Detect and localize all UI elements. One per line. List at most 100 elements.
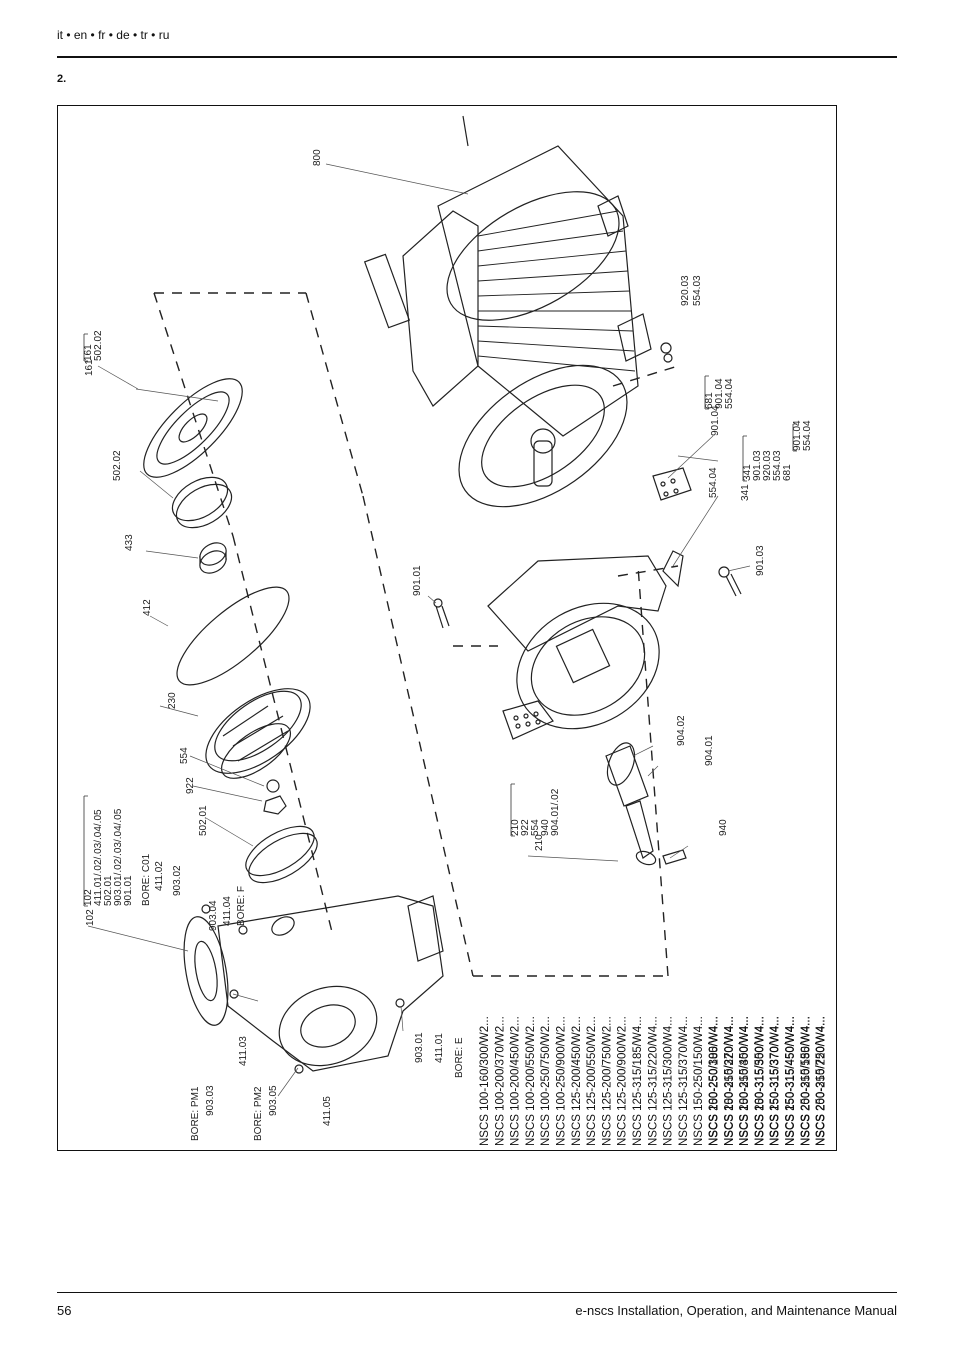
exploded-view-drawing: 800 161 502.02 433 412 230 554 922 502.0…	[83, 115, 828, 1146]
svg-text:210: 210	[510, 819, 521, 836]
exploded-view-figure: 800 161 502.02 433 412 230 554 922 502.0…	[57, 105, 837, 1151]
wear-ring-502-01	[245, 825, 318, 884]
shaft-210	[605, 742, 657, 866]
group-list-210: 210 922 554 940 904.01/.02	[510, 788, 561, 836]
label-903-03: 903.03	[205, 1085, 216, 1116]
svg-text:502.01: 502.01	[103, 875, 114, 906]
model-list-item: NSCS 100-200/450/W2...	[510, 1016, 522, 1146]
svg-text:554.04: 554.04	[724, 378, 735, 409]
label-341: 341	[740, 484, 751, 501]
model-list-item: NSCS 100-200/370/W2...	[494, 1016, 506, 1146]
page-number: 56	[57, 1303, 72, 1318]
footer-divider	[57, 1292, 897, 1293]
model-list-item: NSCS 200-250/300/W4...	[708, 1016, 720, 1146]
label-901-01: 901.01	[412, 565, 423, 596]
label-bore-c01: BORE: C01	[141, 853, 152, 906]
model-list-item: NSCS 125-315/220/W4...	[647, 1016, 659, 1146]
model-list-item: NSCS 125-200/900/W2...	[617, 1016, 629, 1146]
svg-text:922: 922	[520, 819, 531, 836]
label-411-04: 411.04	[222, 896, 233, 926]
washer-554	[266, 779, 280, 793]
screw-920-03	[660, 342, 673, 363]
model-list-item: NSCS 200-315/450/W4...	[739, 1016, 751, 1146]
svg-text:940: 940	[540, 819, 551, 836]
group-list-681: 681 901.04 554.04	[704, 378, 735, 409]
label-411-05: 411.05	[322, 1096, 333, 1126]
model-list-item: NSCS 100-160/300/W2...	[479, 1016, 491, 1146]
svg-text:161: 161	[83, 344, 94, 361]
label-904-02: 904.02	[676, 715, 687, 746]
model-list-item: NSCS 250-315/450/W4...	[785, 1016, 797, 1146]
coupling-guard-681	[502, 467, 692, 740]
label-554-04: 554.04	[708, 467, 719, 498]
svg-text:901.03: 901.03	[752, 450, 763, 481]
model-list-item: NSCS 125-315/300/W4...	[663, 1016, 675, 1146]
model-list-item: NSCS 125-315/185/W4...	[632, 1016, 644, 1146]
manual-title: e-nscs Installation, Operation, and Main…	[575, 1303, 897, 1318]
label-411-01: 411.01	[434, 1033, 445, 1063]
svg-text:901.01: 901.01	[123, 875, 134, 906]
label-433: 433	[124, 534, 135, 551]
svg-text:502.02: 502.02	[93, 330, 104, 361]
svg-text:681: 681	[782, 464, 793, 481]
model-list-item: NSCS 250-315/550/W4...	[800, 1016, 812, 1146]
model-list-column-1: NSCS 100-160/300/W2...NSCS 100-200/370/W…	[479, 1016, 828, 1146]
label-554: 554	[179, 747, 190, 764]
label-901-04: 901.04	[710, 405, 721, 436]
svg-text:554.03: 554.03	[772, 450, 783, 481]
wear-ring-502-02	[171, 476, 233, 529]
group-brackets	[83, 333, 797, 907]
model-list-item: NSCS 150-250/220/W4...	[724, 1016, 736, 1146]
label-903-01: 903.01	[414, 1032, 425, 1063]
model-list-item: NSCS 200-250/220/W4...	[816, 1016, 828, 1146]
model-list-item: NSCS 250-315/370/W4...	[769, 1016, 781, 1146]
impeller-230	[205, 688, 311, 779]
model-list-item: NSCS 200-315/370/W4...	[723, 1016, 735, 1146]
label-102: 102	[85, 909, 96, 926]
group-list-161: 161 502.02	[83, 330, 104, 361]
motor-800	[363, 115, 652, 508]
model-list-item: NSCS 125-200/550/W2...	[586, 1016, 598, 1146]
svg-text:903.01/.02/.03/.04/.05: 903.01/.02/.03/.04/.05	[113, 808, 124, 906]
o-ring-412	[176, 586, 290, 686]
svg-text:681: 681	[704, 392, 715, 409]
label-210: 210	[534, 834, 545, 851]
header-languages: it • en • fr • de • tr • ru	[57, 28, 170, 42]
label-411-02: 411.02	[154, 861, 165, 891]
screw-901-01	[433, 598, 450, 629]
label-161: 161	[84, 359, 95, 376]
model-list-item: NSCS 125-200/450/W2...	[571, 1016, 583, 1146]
label-bore-pm1: BORE: PM1	[190, 1086, 201, 1141]
label-411-03: 411.03	[238, 1036, 249, 1066]
label-903-04: 903.04	[208, 900, 219, 931]
key-940	[662, 849, 687, 865]
label-940: 940	[718, 819, 729, 836]
svg-text:554: 554	[530, 819, 541, 836]
model-list-item: NSCS 150-315/450/W4...	[785, 1016, 797, 1146]
model-list-item: NSCS 150-315/300/W4...	[754, 1016, 766, 1146]
svg-text:102: 102	[83, 889, 94, 906]
model-list-item: NSCS 150-250/185/W4...	[709, 1016, 721, 1146]
section-number: 2.	[57, 73, 67, 85]
bearing-bracket	[487, 550, 684, 730]
casing-cover-161	[143, 378, 243, 478]
model-list-item: NSCS 125-315/370/W4...	[678, 1016, 690, 1146]
mechanical-seal-433	[199, 542, 227, 574]
leader-lines	[87, 163, 751, 1097]
model-list-item: NSCS 150-315/370/W4...	[770, 1016, 782, 1146]
model-list-item: NSCS 125-200/750/W2...	[601, 1016, 613, 1146]
svg-text:411.01/.02/.03/.04/.05: 411.01/.02/.03/.04/.05	[93, 809, 104, 906]
group-list-341: 341 901.03 920.03 554.03 681 901.04 554.…	[742, 420, 813, 481]
model-list-column-2: NSCS 200-250/300/W4...NSCS 200-315/370/W…	[708, 1016, 827, 1146]
svg-text:901.04: 901.04	[714, 378, 725, 409]
label-bore-f: BORE: F	[236, 886, 247, 926]
label-554-03: 554.03	[692, 275, 703, 306]
label-920-03: 920.03	[680, 275, 691, 306]
model-list-item: NSCS 150-250/150/W4...	[693, 1016, 705, 1146]
label-bore-e: BORE: E	[454, 1037, 465, 1078]
label-903-05: 903.05	[268, 1085, 279, 1116]
impeller-nut-922	[263, 795, 287, 815]
label-904-01: 904.01	[704, 735, 715, 766]
model-list-item: NSCS 150-250/300/W4...	[739, 1016, 751, 1146]
svg-text:920.03: 920.03	[762, 450, 773, 481]
